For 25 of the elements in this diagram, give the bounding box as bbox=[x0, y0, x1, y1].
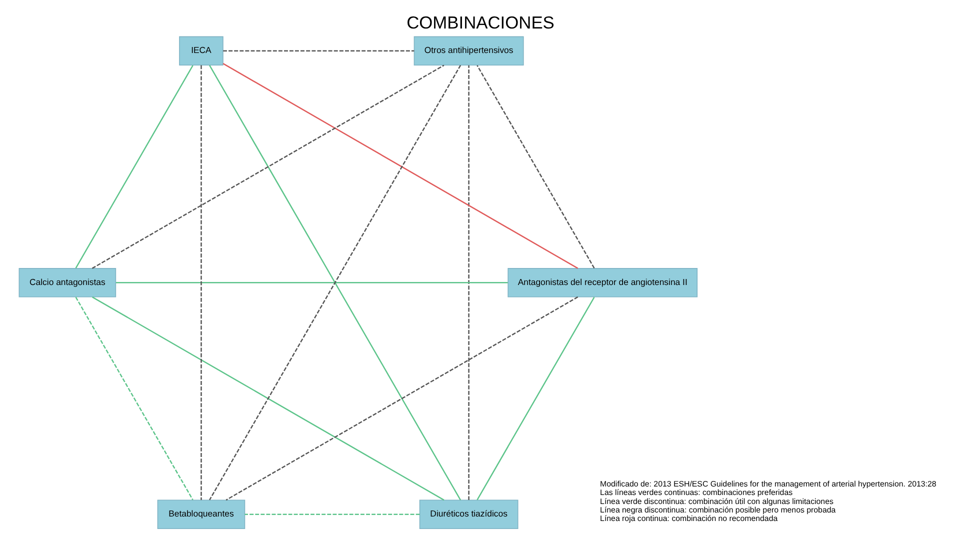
diagram-title: COMBINACIONES bbox=[406, 12, 554, 32]
node-box: IECA bbox=[178, 36, 223, 66]
connector bbox=[74, 296, 193, 500]
connector bbox=[116, 282, 508, 284]
label: Línea roja continua: combinación no recomendada bbox=[600, 514, 778, 524]
connector bbox=[244, 514, 420, 516]
node-box: Betabloqueantes bbox=[156, 500, 245, 530]
node-box: Diuréticos tiazídicos bbox=[418, 500, 518, 530]
caption: Modificado de: 2013 ESH/ESC Guidelines for the management of arterial hypertension. 2013:28 bbox=[600, 479, 936, 488]
connector bbox=[74, 65, 193, 268]
connector bbox=[91, 64, 444, 269]
connector bbox=[468, 65, 469, 500]
connector bbox=[225, 296, 578, 501]
node-box: Antagonistas del receptor de angiotensina II bbox=[507, 268, 698, 298]
label: Las líneas verdes continuas: combinaciones preferidas bbox=[600, 488, 792, 498]
label: Línea negra discontinua: combinación posible pero menos probada bbox=[600, 505, 836, 514]
connector bbox=[200, 65, 202, 500]
node-box: Otros antihipertensivos bbox=[413, 36, 524, 66]
connector bbox=[222, 63, 578, 269]
connector bbox=[92, 296, 444, 501]
label: Línea verde discontinua: combinación útil con algunas limitaciones bbox=[600, 496, 833, 506]
connector bbox=[476, 65, 594, 268]
node-box: Calcio antagonistas bbox=[18, 268, 116, 298]
connector bbox=[476, 296, 594, 500]
connector bbox=[222, 50, 414, 52]
